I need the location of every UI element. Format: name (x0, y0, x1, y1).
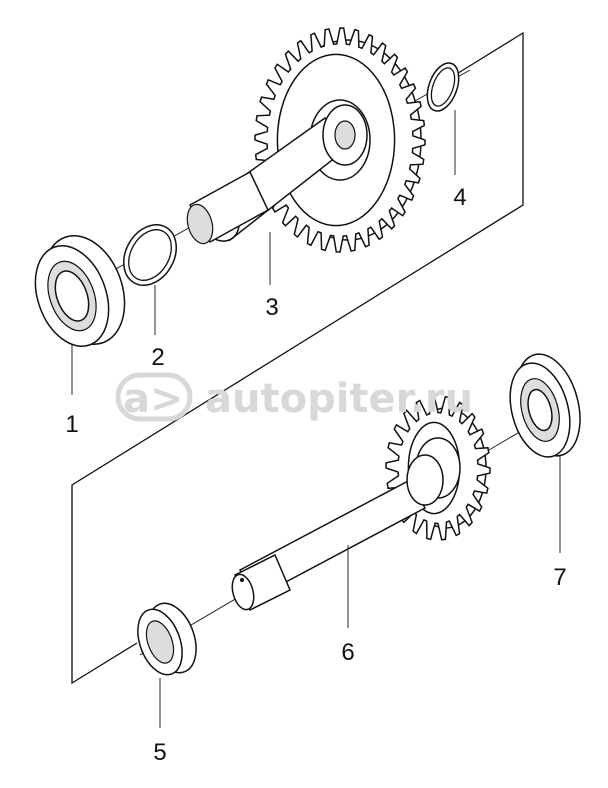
bearing-7 (509, 353, 581, 458)
callout-4: 4 (453, 184, 466, 211)
callout-2: 2 (151, 344, 164, 371)
seal-5 (137, 602, 197, 676)
callout-6: 6 (341, 639, 354, 666)
watermark-text: autopiter.ru (205, 376, 473, 422)
callout-3: 3 (265, 294, 278, 321)
watermark-logo-frame (115, 372, 193, 422)
assembly-frame (71, 31, 524, 685)
snap-ring-4 (426, 62, 460, 112)
snap-ring-2 (123, 224, 177, 286)
callout-5: 5 (153, 739, 166, 766)
bearing-1 (34, 235, 126, 347)
callout-7: 7 (553, 564, 566, 591)
watermark-logo: a> (123, 376, 184, 422)
watermark: a> autopiter.ru (115, 372, 473, 422)
shaft-3 (186, 104, 368, 245)
callout-1: 1 (65, 411, 78, 438)
leader-lines (71, 110, 561, 728)
shaft-6 (231, 454, 444, 612)
